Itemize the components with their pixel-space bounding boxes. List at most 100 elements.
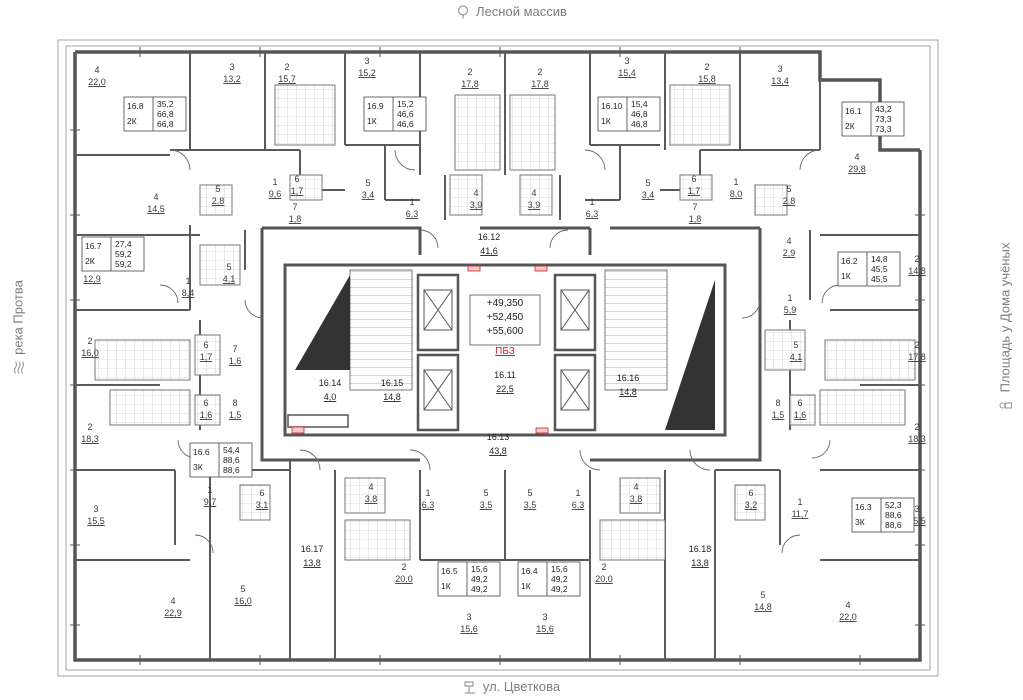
room-number: 2: [284, 62, 289, 72]
room-area: 1,5: [772, 410, 785, 420]
room-area: 18,3: [81, 434, 99, 444]
apartment-full-area: 49,2: [471, 584, 488, 594]
apartment-living-area: 15,6: [471, 564, 488, 574]
room-number: 4: [170, 596, 175, 606]
central-core: [283, 263, 727, 437]
room-number: 5: [527, 488, 532, 498]
apartment-box-frame: [851, 497, 915, 533]
apartment-full-area: 45,5: [871, 274, 888, 284]
room-number: 4: [845, 600, 850, 610]
room-area: 16,0: [234, 596, 252, 606]
apartment-type: 2К: [127, 116, 137, 126]
room-number: 3: [624, 56, 629, 66]
apartment-total-area: 49,2: [471, 574, 488, 584]
room-area: 8,4: [182, 288, 195, 298]
orientation-right: Площадь у Дома учёных: [998, 243, 1013, 409]
apartment-full-area: 88,6: [885, 520, 902, 530]
apartment-id: 16.5: [441, 566, 458, 576]
room-area: 15,5: [87, 516, 105, 526]
room-area: 1,8: [689, 214, 702, 224]
room-number: 6: [748, 488, 753, 498]
elevation-marks: +49,350 +52,450 +55,600 ПБЗ: [487, 298, 524, 357]
room-area: 6,3: [572, 500, 585, 510]
room-number: 4: [786, 236, 791, 246]
corridor-area: 13,8: [303, 558, 321, 568]
orientation-bottom-label: ул. Цветкова: [482, 679, 561, 694]
room-number: 1: [207, 485, 212, 495]
apartment-total-area: 46,8: [631, 109, 648, 119]
apartment-total-area: 88,6: [885, 510, 902, 520]
apartment-living-area: 27,4: [115, 239, 132, 249]
room-area: 12,9: [83, 274, 101, 284]
room-number: 2: [537, 67, 542, 77]
room-area: 9,7: [204, 497, 217, 507]
room-area: 3,9: [528, 200, 541, 210]
room-number: 1: [797, 497, 802, 507]
room-number: 5: [760, 590, 765, 600]
kitchen-tiles: [94, 84, 916, 561]
room-number: 3: [364, 56, 369, 66]
room-area: 1,6: [794, 410, 807, 420]
apartment-id: 16.10: [601, 101, 623, 111]
room-area: 3,9: [470, 200, 483, 210]
room-number: 2: [601, 562, 606, 572]
apartment-box-frame: [81, 236, 145, 272]
room-area: 22,0: [839, 612, 857, 622]
apartment-total-area: 45,5: [871, 264, 888, 274]
room-area: 16,0: [81, 348, 99, 358]
room-area: 2,8: [212, 196, 225, 206]
room-area: 11,7: [792, 509, 809, 519]
room-area: 2,9: [783, 248, 796, 258]
corridor-number: 16.18: [689, 544, 712, 554]
room-number: 2: [914, 254, 919, 264]
room-area: 13,2: [223, 74, 241, 84]
apartment-box-frame: [189, 442, 253, 478]
room-area: 15,6: [460, 624, 478, 634]
room-number: 6: [203, 398, 208, 408]
apartment-id: 16.9: [367, 101, 384, 111]
corridor-number: 16.15: [381, 378, 404, 388]
room-number: 5: [226, 262, 231, 272]
room-area: 9,6: [269, 189, 282, 199]
corridor-area: 4,0: [324, 392, 337, 402]
room-number: 1: [787, 293, 792, 303]
room-area: 5,9: [784, 305, 797, 315]
room-number: 8: [232, 398, 237, 408]
corridor-area: 14,8: [383, 392, 401, 402]
apartment-type: 1К: [521, 581, 531, 591]
room-number: 4: [531, 188, 536, 198]
room-number: 8: [775, 398, 780, 408]
orientation-left: река Протва: [11, 268, 26, 388]
room-area: 1,7: [200, 352, 213, 362]
corridor-area: 22,5: [496, 384, 514, 394]
room-area: 3,8: [630, 494, 643, 504]
room-number: 2: [87, 336, 92, 346]
apartment-type: 1К: [441, 581, 451, 591]
apartment-box-frame: [123, 96, 187, 132]
apartment-box-frame: [841, 101, 905, 137]
room-area: 1,7: [291, 186, 304, 196]
room-area: 2,8: [783, 196, 796, 206]
corridor-number: 16.12: [478, 232, 501, 242]
apartment-id: 16.1: [845, 106, 862, 116]
apartment-full-area: 49,2: [551, 584, 568, 594]
apartment-living-area: 15,2: [397, 99, 414, 109]
room-number: 7: [692, 202, 697, 212]
apartment-id: 16.6: [193, 447, 210, 457]
room-number: 2: [467, 67, 472, 77]
room-area: 1,8: [289, 214, 302, 224]
apartment-full-area: 73,3: [875, 124, 892, 134]
room-number: 3: [229, 62, 234, 72]
room-area: 18,3: [908, 434, 926, 444]
room-number: 1: [409, 197, 414, 207]
apartment-type: 1К: [367, 116, 377, 126]
apartment-box-frame: [837, 251, 901, 287]
corridor-number: 16.14: [319, 378, 342, 388]
corridor-area: 14,8: [619, 387, 637, 397]
apartment-id: 16.4: [521, 566, 538, 576]
